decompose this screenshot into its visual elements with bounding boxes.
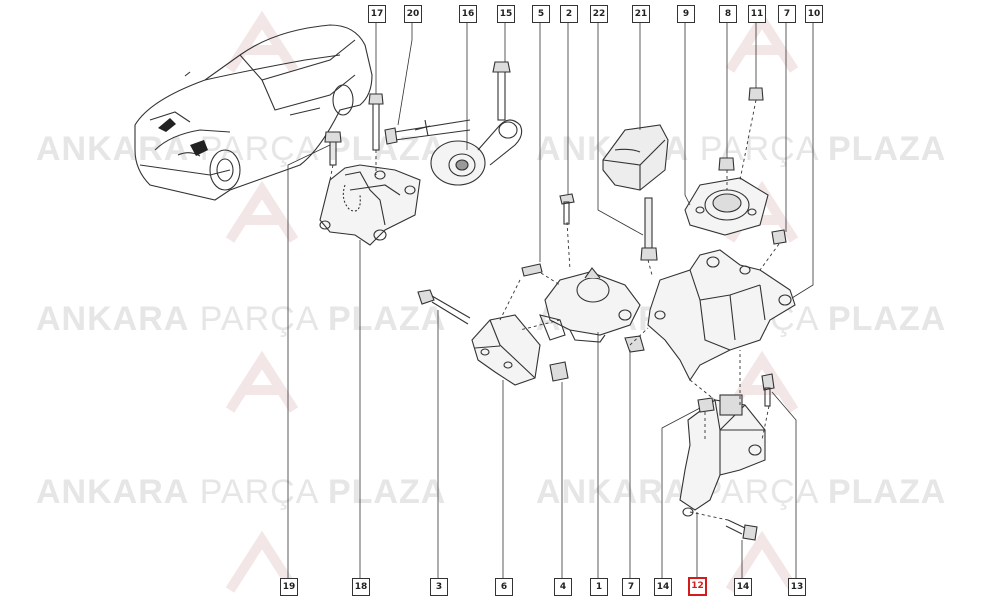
engine-mount-part <box>521 193 645 353</box>
callout-13[interactable]: 13 <box>788 578 806 596</box>
bolt-3-part <box>417 289 471 325</box>
callout-8[interactable]: 8 <box>719 5 737 23</box>
callout-5[interactable]: 5 <box>532 5 550 23</box>
callout-4[interactable]: 4 <box>554 578 572 596</box>
car-illustration <box>134 24 373 201</box>
torque-rod-part <box>384 61 523 186</box>
rubber-pad-part <box>602 124 669 261</box>
assembly-dashed-lines <box>329 99 780 521</box>
callout-14-b[interactable]: 14 <box>734 578 752 596</box>
callout-2[interactable]: 2 <box>560 5 578 23</box>
callout-7-bottom[interactable]: 7 <box>622 578 640 596</box>
callout-20[interactable]: 20 <box>404 5 422 23</box>
callout-15[interactable]: 15 <box>497 5 515 23</box>
front-bracket-part <box>471 314 569 386</box>
left-bracket-part <box>319 93 421 246</box>
callout-6[interactable]: 6 <box>495 578 513 596</box>
callout-17[interactable]: 17 <box>368 5 386 23</box>
callout-7-top[interactable]: 7 <box>778 5 796 23</box>
callout-3[interactable]: 3 <box>430 578 448 596</box>
car-engine-mount-marker-icon <box>158 118 208 156</box>
callout-18[interactable]: 18 <box>352 578 370 596</box>
callout-12-highlighted[interactable]: 12 <box>688 577 707 596</box>
callout-22[interactable]: 22 <box>590 5 608 23</box>
callout-11[interactable]: 11 <box>748 5 766 23</box>
callout-leader-lines <box>287 22 814 578</box>
callout-10[interactable]: 10 <box>805 5 823 23</box>
lower-gearbox-bracket-part <box>679 373 775 541</box>
gearbox-support-bracket-part <box>647 249 796 382</box>
callout-9[interactable]: 9 <box>677 5 695 23</box>
gearbox-mount-cushion-part <box>684 87 787 245</box>
callout-21[interactable]: 21 <box>632 5 650 23</box>
callout-16[interactable]: 16 <box>459 5 477 23</box>
callout-14-a[interactable]: 14 <box>654 578 672 596</box>
callout-19[interactable]: 19 <box>280 578 298 596</box>
callout-1[interactable]: 1 <box>590 578 608 596</box>
